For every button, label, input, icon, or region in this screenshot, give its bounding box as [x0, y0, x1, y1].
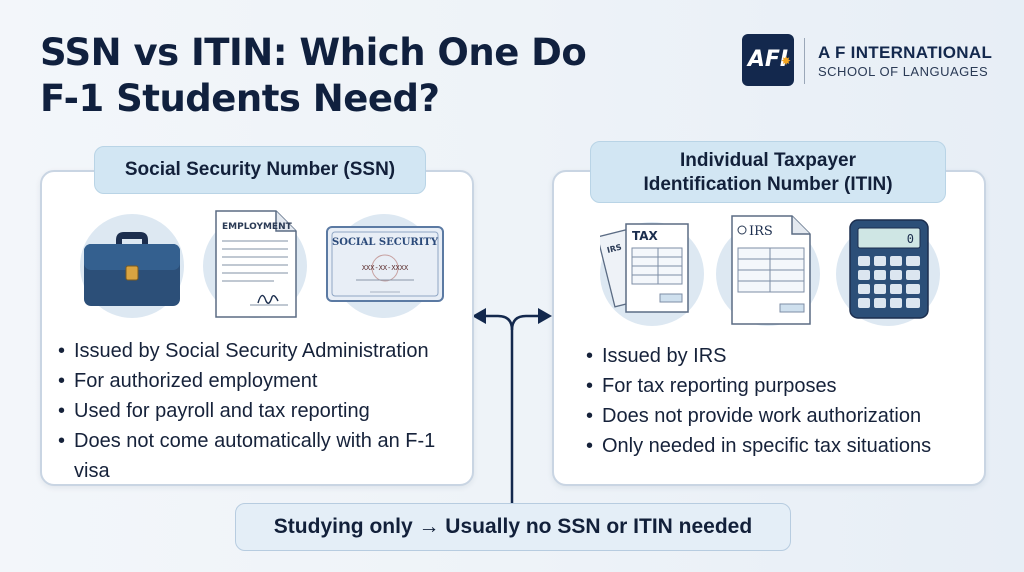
arrow-right-icon — [538, 308, 552, 324]
list-item: Does not come automatically with an F-1 … — [58, 426, 466, 486]
irs-label: IRS — [749, 224, 773, 239]
itin-heading-line-2: Identification Number (ITIN) — [643, 174, 893, 195]
employment-document-icon: EMPLOYMENT — [215, 210, 297, 318]
brand-divider — [804, 38, 805, 84]
briefcase-icon — [84, 232, 180, 306]
tax-label: TAX — [632, 229, 659, 243]
tax-forms-icon: IRS TAX — [600, 223, 689, 313]
title-line-2: F-1 Students Need? — [40, 77, 440, 120]
calculator-icon: 0 — [849, 219, 929, 319]
ssn-heading: Social Security Number (SSN) — [94, 146, 426, 194]
star-icon: ✸ — [780, 54, 791, 68]
list-item: For authorized employment — [58, 366, 466, 396]
ssn-bullet-list: Issued by Social Security Administration… — [58, 336, 466, 486]
itin-bullet-list: Issued by IRS For tax reporting purposes… — [586, 341, 976, 461]
social-security-card-icon: SOCIAL SECURITY XXX-XX-XXXX — [326, 226, 444, 302]
brand-name: A F INTERNATIONAL — [818, 43, 993, 62]
card-label: SOCIAL SECURITY — [332, 237, 439, 248]
itin-heading: Individual Taxpayer Identification Numbe… — [590, 141, 946, 203]
card-number: XXX-XX-XXXX — [362, 264, 409, 272]
logo-text: AFI — [747, 47, 789, 72]
page-title: SSN vs ITIN: Which One Do F-1 Students N… — [40, 30, 587, 122]
list-item: Does not provide work authorization — [586, 401, 976, 431]
tax-back-label: IRS — [606, 242, 623, 254]
title-line-1: SSN vs ITIN: Which One Do — [40, 31, 587, 74]
list-item: For tax reporting purposes — [586, 371, 976, 401]
list-item: Used for payroll and tax reporting — [58, 396, 466, 426]
calc-display: 0 — [907, 232, 914, 246]
brand-subtitle: SCHOOL OF LANGUAGES — [818, 64, 989, 79]
itin-heading-line-1: Individual Taxpayer — [680, 150, 856, 171]
arrow-left-icon — [472, 308, 486, 324]
list-item: Only needed in specific tax situations — [586, 431, 976, 461]
summary-footer: Studying only → Usually no SSN or ITIN n… — [235, 503, 791, 551]
doc-label: EMPLOYMENT — [222, 222, 293, 232]
list-item: Issued by Social Security Administration — [58, 336, 466, 366]
irs-form-icon: IRS — [731, 215, 811, 325]
afi-logo-icon: AFI✸ — [742, 34, 794, 86]
list-item: Issued by IRS — [586, 341, 976, 371]
